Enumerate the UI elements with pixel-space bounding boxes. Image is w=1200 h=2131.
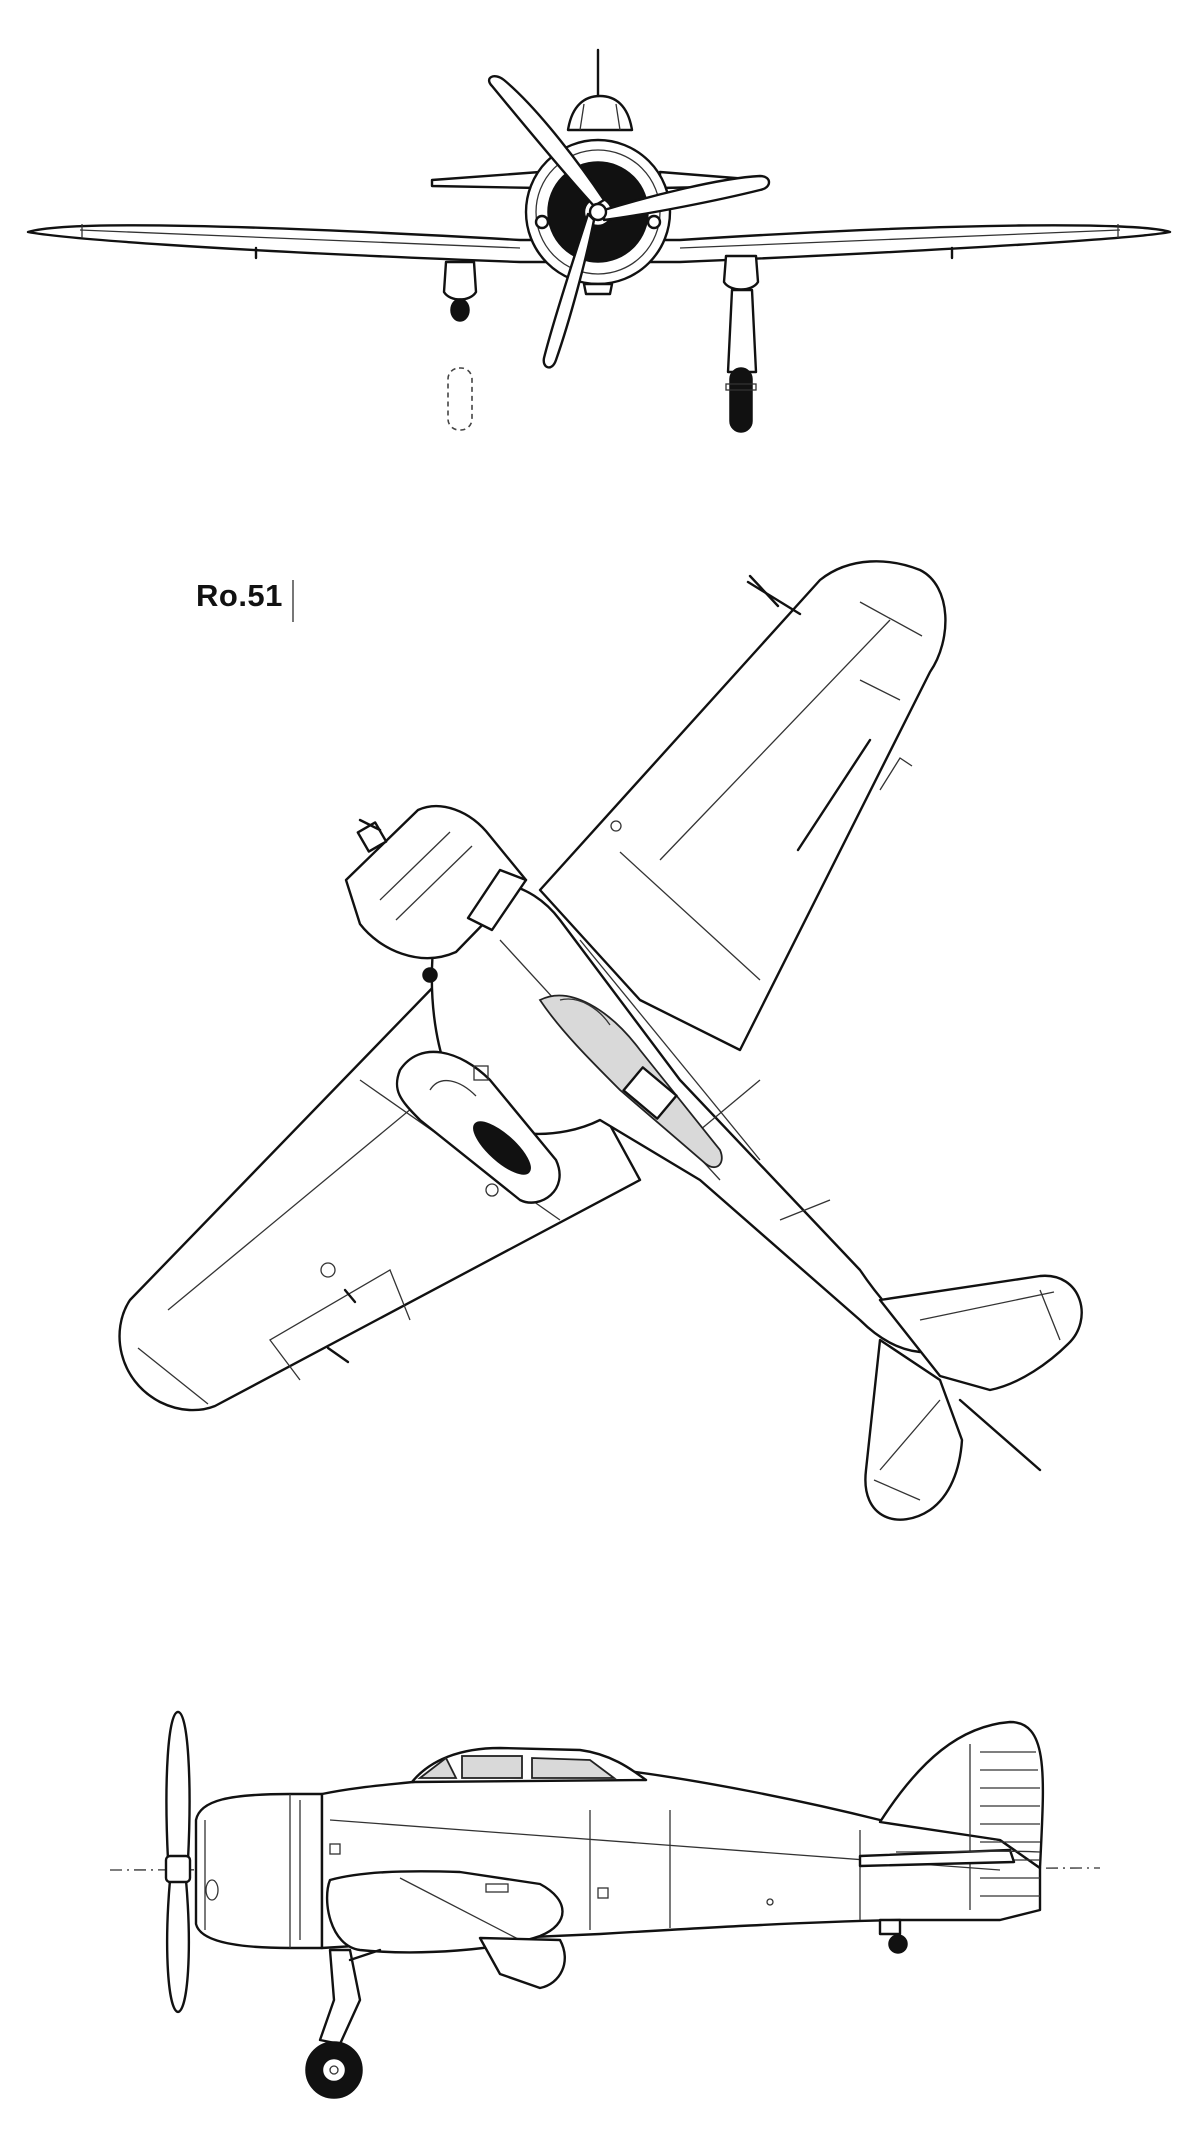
side-view-vertical-fin: [878, 1720, 1045, 1870]
plan-view-horizontal-stabilizer-upper: [878, 1274, 1083, 1392]
side-view-main-gear-leg: [318, 1948, 362, 2046]
side-view-engine-cowling: [194, 1792, 324, 1950]
front-view-left-gear-fairing: [442, 260, 478, 301]
retracted-wheel-outline: [447, 367, 473, 431]
side-view: [109, 1710, 1101, 2099]
front-view-propeller-blade: [542, 212, 596, 369]
label-divider: [292, 580, 294, 622]
plan-view: [118, 560, 1083, 1521]
plan-view-center-axis: [958, 1398, 1042, 1472]
side-view-radiator: [478, 1936, 566, 1990]
plan-view-starboard-wing: [538, 560, 947, 1052]
aircraft-designation-label: Ro.51: [196, 578, 283, 613]
front-view-right-gear-fairing: [722, 254, 760, 291]
front-view-right-wheel: [729, 367, 753, 433]
front-view: [26, 48, 1172, 433]
front-view-propeller-blade: [487, 75, 606, 208]
side-view-tail-wheel: [888, 1934, 908, 1954]
front-view-propeller-blade: [602, 174, 771, 222]
